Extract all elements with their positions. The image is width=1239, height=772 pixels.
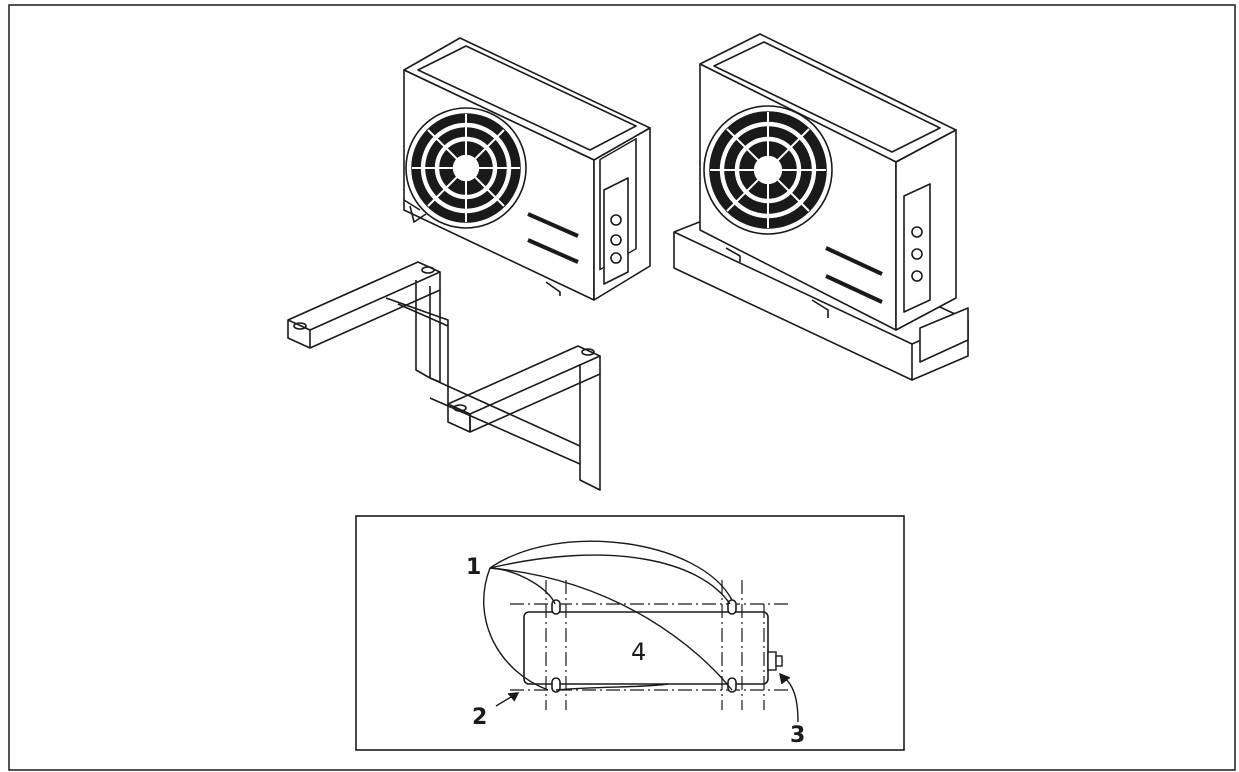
callout-4: 4 — [631, 638, 646, 666]
callout-1: 1 — [466, 555, 481, 580]
fan-icon — [703, 105, 833, 235]
detail-frame — [355, 515, 905, 751]
callout-2: 2 — [472, 705, 487, 730]
outdoor-unit-on-floor — [673, 33, 969, 381]
valve-icon — [767, 651, 783, 671]
callout-3: 3 — [790, 723, 805, 748]
fan-icon — [405, 107, 527, 229]
page-border — [8, 4, 1236, 771]
unit-body — [523, 611, 769, 685]
top-view-detail: 1 2 3 4 — [355, 515, 905, 751]
outdoor-unit-on-bracket — [287, 37, 651, 491]
